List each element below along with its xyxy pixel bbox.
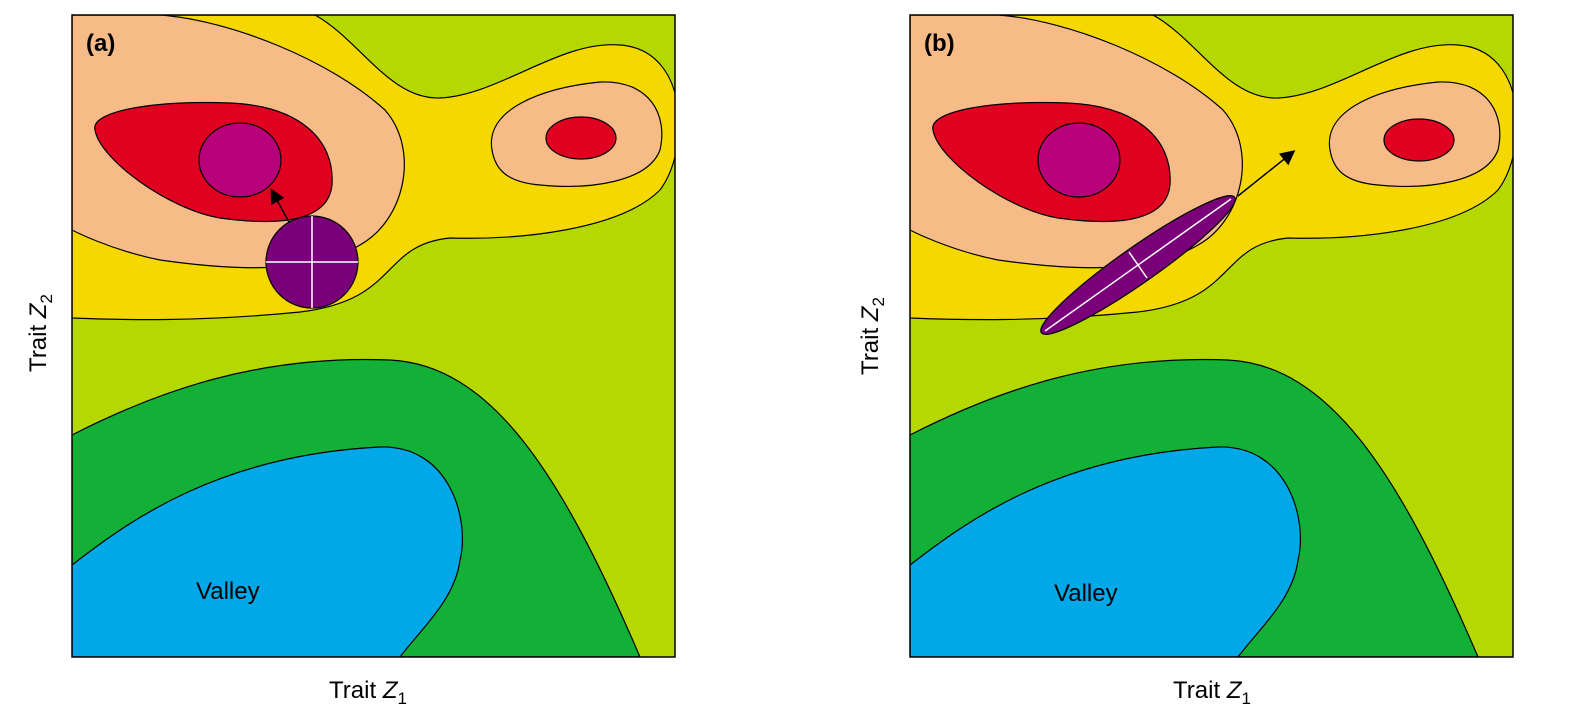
variance-axis-minor xyxy=(1128,251,1148,279)
x-axis-label: Trait Z1 xyxy=(329,677,407,708)
summit-region xyxy=(1037,122,1121,198)
selection-arrow xyxy=(1237,150,1296,197)
plot-frame xyxy=(909,14,1514,658)
valley-label: Valley xyxy=(196,578,260,605)
panel-a: (a) Valley Trait Z1 Trait Z2 xyxy=(25,14,676,708)
valley-region xyxy=(72,446,463,657)
summit-region xyxy=(198,122,282,198)
plot-frame xyxy=(71,14,676,658)
panel-label: (b) xyxy=(924,30,955,57)
panel-label: (a) xyxy=(86,30,115,57)
peak-region-right xyxy=(545,116,617,160)
valley-label: Valley xyxy=(1054,580,1118,607)
fitness-landscape-b: (b) Valley Trait Z1 Trait Z2 xyxy=(857,14,1514,708)
y-axis-label: Trait Z2 xyxy=(857,297,888,375)
y-axis-label: Trait Z2 xyxy=(25,294,56,372)
fitness-landscape-a: (a) Valley Trait Z1 Trait Z2 xyxy=(25,14,676,708)
panel-b: (b) Valley Trait Z1 Trait Z2 xyxy=(838,0,1574,720)
valley-region xyxy=(910,446,1301,657)
selection-arrow xyxy=(270,188,290,223)
x-axis-label: Trait Z1 xyxy=(1173,677,1251,708)
peak-region-right xyxy=(1383,118,1455,162)
